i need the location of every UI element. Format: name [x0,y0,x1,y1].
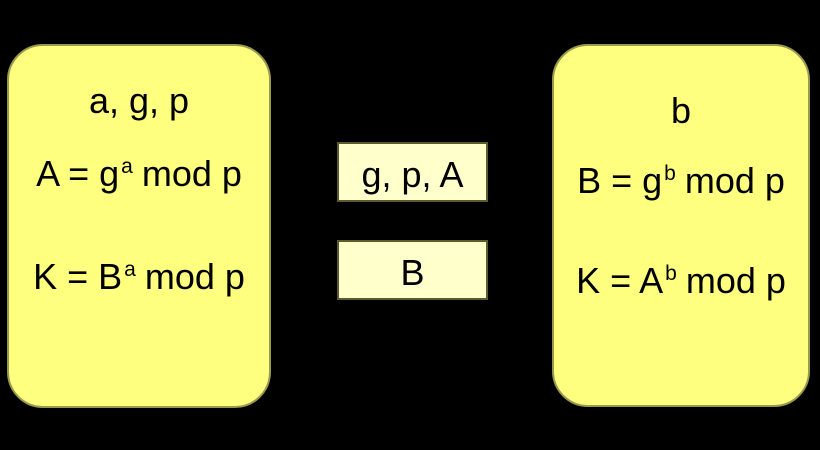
left-public-formula: A = ga mod p [9,152,269,196]
right-key-formula-exponent: b [665,262,677,285]
message-public-values-label: g, p, A [361,153,464,195]
right-public-formula: B = gb mod p [554,159,808,203]
left-known-values: a, g, p [88,80,190,121]
left-key-formula: K = Ba mod p [9,255,269,299]
right-key-formula-suffix: mod p [685,260,786,301]
left-key-formula-prefix: K = B [33,256,123,297]
right-key-formula-prefix: K = A [576,260,664,301]
right-known-values: b [670,90,692,131]
right-public-formula-exponent: b [664,162,676,185]
message-B-label: B [400,251,425,293]
message-box-public-values: g, p, A [337,142,488,202]
right-public-formula-suffix: mod p [684,160,785,201]
left-key-formula-exponent: a [124,258,136,281]
left-public-formula-prefix: A = g [36,153,120,194]
right-key-formula: K = Ab mod p [554,259,808,303]
left-key-formula-suffix: mod p [144,256,245,297]
left-public-formula-suffix: mod p [141,153,242,194]
message-box-B: B [337,240,488,300]
left-public-formula-exponent: a [121,155,133,178]
right-public-formula-prefix: B = g [577,160,663,201]
